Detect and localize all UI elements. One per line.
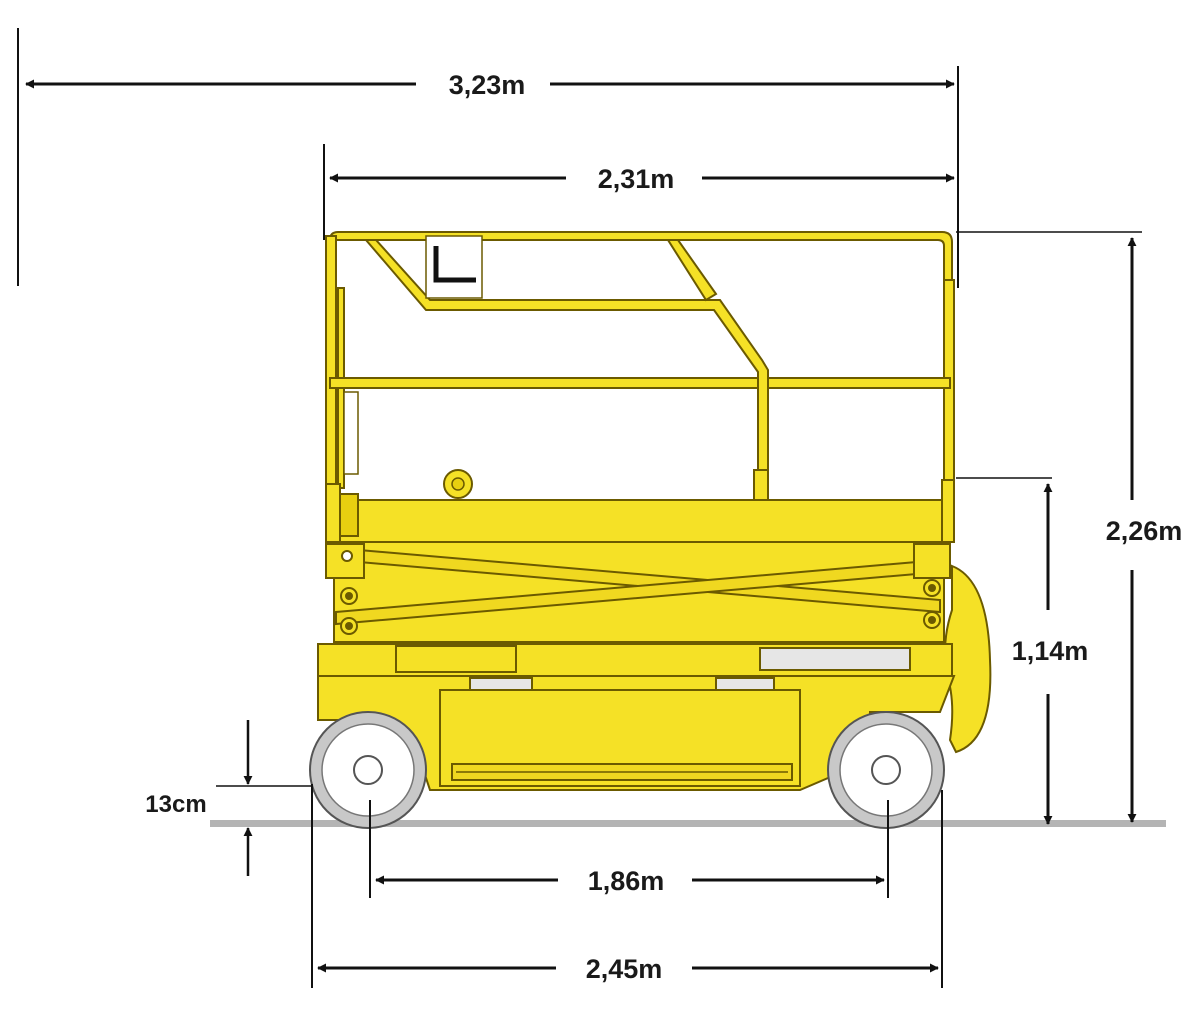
platform-deck (325, 479, 955, 543)
dimension-label-platform-length: 2,31m (598, 164, 675, 194)
dimension-label-wheelbase: 1,86m (588, 866, 665, 896)
rear-wheel (309, 711, 427, 829)
dimension-label-ground-clearance: 13cm (145, 791, 206, 818)
dimension-stowed-height: 2,26m (1106, 237, 1183, 823)
dimension-overall-length: 3,23m (25, 70, 955, 100)
dimension-label-stowed-height: 2,26m (1106, 516, 1183, 546)
dimension-platform-height: 1,14m (1012, 483, 1089, 825)
front-wheel (827, 711, 945, 829)
guard-rail (325, 231, 955, 507)
control-box (425, 235, 483, 299)
dimension-ground-clearance: 13cm (145, 720, 253, 876)
dimension-wheelbase: 1,86m (375, 866, 885, 896)
ground-line (210, 820, 1166, 827)
left-panel (343, 391, 359, 475)
dimension-label-platform-height: 1,14m (1012, 636, 1089, 666)
dimension-label-overall-length: 3,23m (449, 70, 526, 100)
dimension-platform-length: 2,31m (329, 164, 955, 194)
scissor-arms (325, 541, 951, 643)
scissor-lift-machine (309, 231, 992, 829)
extension-lines (17, 28, 1142, 988)
deck-knob (443, 469, 473, 499)
dimension-label-machine-length: 2,45m (586, 954, 663, 984)
dimension-machine-length: 2,45m (317, 954, 939, 984)
